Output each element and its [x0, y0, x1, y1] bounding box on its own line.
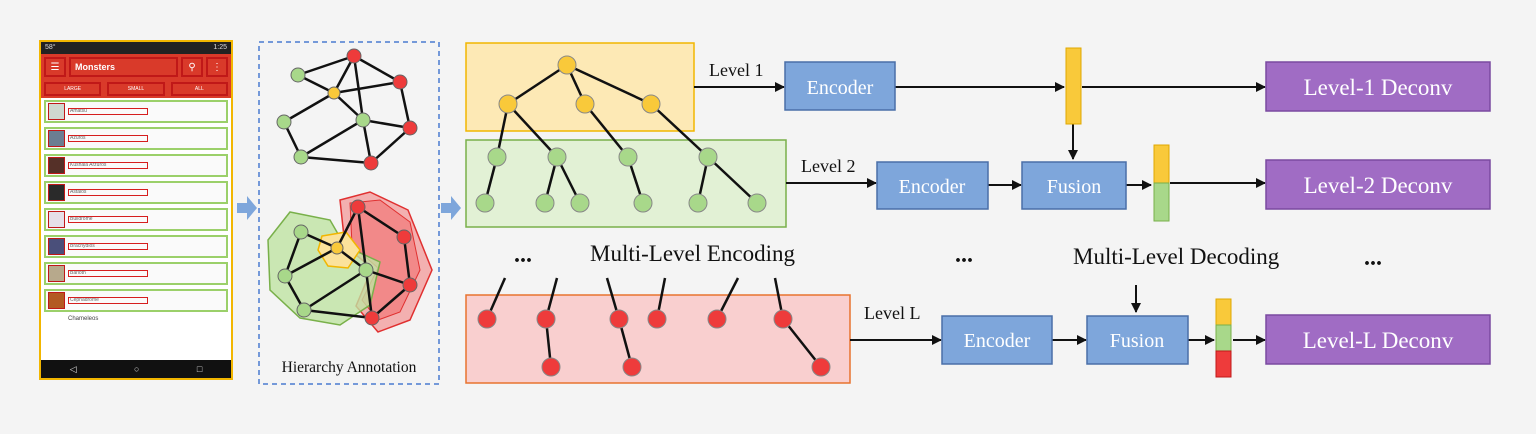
encoder-label-1: Encoder [807, 77, 874, 99]
nav-bar: ◁ ○ □ [41, 360, 231, 378]
encoder-label-l: Encoder [964, 330, 1031, 352]
flow-arrow [441, 196, 461, 220]
status-time: 1:25 [213, 44, 227, 51]
encoder-block-1 [784, 61, 896, 111]
hierarchy-annotation-panel [258, 41, 440, 385]
fusion-label-l: Fusion [1110, 330, 1164, 352]
tab-bar: LARGE SMALL ALL [41, 80, 231, 98]
level-1-region [465, 42, 695, 132]
tab-large[interactable]: LARGE [44, 82, 102, 96]
encoder-block-2 [876, 161, 989, 210]
monster-thumbnail [48, 265, 65, 282]
flow-arrow [237, 196, 257, 220]
monster-list: Amatsu Azuros Kushala Arzuros Astalos Bu… [41, 98, 231, 328]
monster-thumbnail [48, 157, 65, 174]
app-title: Monsters [69, 57, 178, 77]
fusion-block-2 [1021, 161, 1127, 210]
ellipsis-encoding: ... [514, 242, 532, 268]
ellipsis-decoding: ... [1364, 245, 1382, 271]
encoder-label-2: Encoder [899, 176, 966, 198]
list-item-partial: Chameleos [68, 316, 99, 322]
list-item[interactable]: Barioth [44, 262, 228, 285]
feature-vector-l-yellow [1215, 298, 1232, 326]
list-item[interactable]: Brachydios [44, 235, 228, 258]
recent-apps-icon[interactable]: □ [196, 364, 203, 374]
hierarchy-annotation-label: Hierarchy Annotation [282, 359, 417, 376]
menu-icon[interactable]: ☰ [44, 57, 66, 77]
monster-thumbnail [48, 238, 65, 255]
list-item-label: Bulldrome [68, 216, 148, 223]
back-icon[interactable]: ◁ [69, 363, 77, 374]
level-1-label: Level 1 [709, 60, 763, 80]
search-icon[interactable]: ⚲ [181, 57, 203, 77]
tab-all[interactable]: ALL [170, 82, 228, 96]
monster-thumbnail [48, 130, 65, 147]
app-screenshot: 58° 1:25 ☰ Monsters ⚲ ⋮ LARGE SMALL ALL … [39, 40, 233, 380]
monster-thumbnail [48, 211, 65, 228]
deconv-block-1 [1265, 61, 1491, 112]
ellipsis-middle: ... [955, 242, 973, 268]
monster-thumbnail [48, 184, 65, 201]
list-item-label: Amatsu [68, 108, 148, 115]
list-item-label: Azuros [68, 135, 148, 142]
deconv-label-1: Level-1 Deconv [1304, 75, 1453, 100]
feature-vector-2-green [1153, 182, 1170, 222]
encoder-block-l [941, 315, 1053, 365]
monster-thumbnail [48, 292, 65, 309]
fusion-label-2: Fusion [1047, 176, 1101, 198]
feature-vector-2-yellow [1153, 144, 1170, 184]
flow-connections [694, 82, 1266, 345]
feature-vector-l-green [1215, 324, 1232, 352]
list-item-label: Kushala Arzuros [68, 162, 148, 169]
list-item[interactable]: Amatsu [44, 100, 228, 123]
home-icon[interactable]: ○ [134, 364, 140, 374]
multi-level-decoding-label: Multi-Level Decoding [1073, 244, 1280, 269]
more-vert-icon[interactable]: ⋮ [206, 57, 228, 77]
fusion-block-l [1086, 315, 1189, 365]
tree-nodes [475, 55, 831, 377]
annotated-graph-nodes [277, 199, 418, 326]
multi-level-encoding-label: Multi-Level Encoding [590, 241, 796, 266]
list-item[interactable]: Astalos [44, 181, 228, 204]
deconv-label-2: Level-2 Deconv [1304, 173, 1453, 198]
app-bar: ☰ Monsters ⚲ ⋮ [41, 54, 231, 80]
level-2-label: Level 2 [801, 156, 855, 176]
feature-vector-1 [1065, 47, 1082, 125]
deconv-block-l [1265, 314, 1491, 365]
tab-small[interactable]: SMALL [107, 82, 165, 96]
list-item-label: Astalos [68, 189, 148, 196]
list-item-label: Brachydios [68, 243, 148, 250]
list-item[interactable]: Cephadrome [44, 289, 228, 312]
list-item[interactable]: Bulldrome [44, 208, 228, 231]
deconv-label-l: Level-L Deconv [1303, 328, 1454, 353]
level-l-label: Level L [864, 303, 920, 323]
ui-graph [282, 54, 412, 165]
status-temperature: 58° [45, 44, 56, 51]
monster-thumbnail [48, 103, 65, 120]
ui-graph-nodes [276, 48, 418, 171]
list-item-label: Barioth [68, 270, 148, 277]
list-item[interactable]: Kushala Arzuros [44, 154, 228, 177]
deconv-block-2 [1265, 159, 1491, 210]
list-item-label: Cephadrome [68, 297, 148, 304]
list-item[interactable]: Azuros [44, 127, 228, 150]
status-bar: 58° 1:25 [41, 42, 231, 54]
feature-vector-l-red [1215, 350, 1232, 378]
